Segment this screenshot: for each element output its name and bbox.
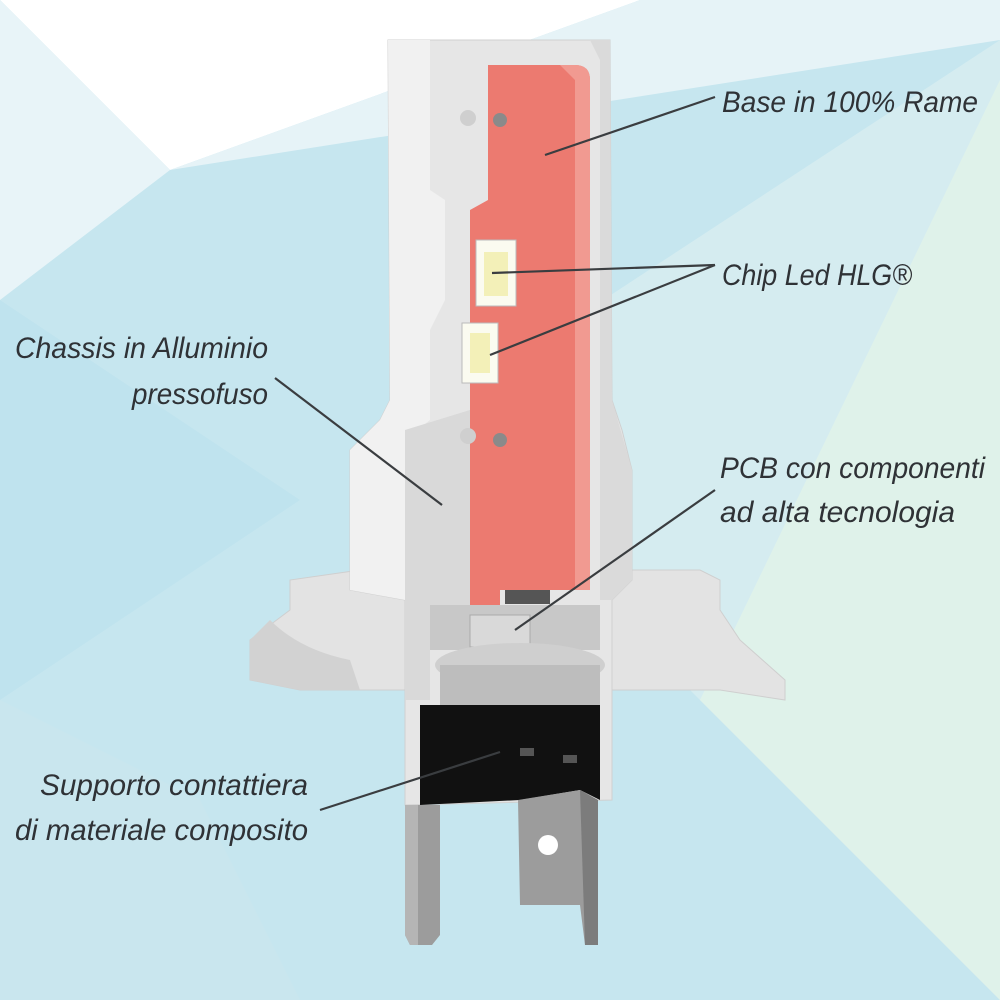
screw <box>493 433 507 447</box>
terminal-hole <box>538 835 558 855</box>
leader-pcb <box>514 489 716 631</box>
right-terminal <box>518 790 598 945</box>
label-chassis-1: Chassis in Alluminio <box>15 332 268 365</box>
leader-chip-1 <box>491 263 716 275</box>
copper-base-plate <box>470 65 590 605</box>
label-chassis-2: pressofuso <box>131 378 268 411</box>
label-base: Base in 100% Rame <box>722 86 978 119</box>
label-pcb-1: PCB con componenti <box>720 452 986 485</box>
callout-labels: Base in 100% Rame Chip Led HLG® Chassis … <box>15 86 986 847</box>
leader-support <box>319 750 501 812</box>
leader-chip-2 <box>489 263 716 357</box>
label-pcb-2: ad alta tecnologia <box>720 496 955 529</box>
composite-support <box>420 705 600 805</box>
screw <box>493 113 507 127</box>
leader-lines <box>274 95 716 812</box>
bulb-illustration <box>249 39 786 945</box>
label-support-2: di materiale composito <box>15 814 308 847</box>
leader-chassis <box>274 377 443 506</box>
label-chip: Chip Led HLG® <box>722 259 913 292</box>
leader-base <box>544 95 716 157</box>
label-support-1: Supporto contattiera <box>40 769 308 802</box>
